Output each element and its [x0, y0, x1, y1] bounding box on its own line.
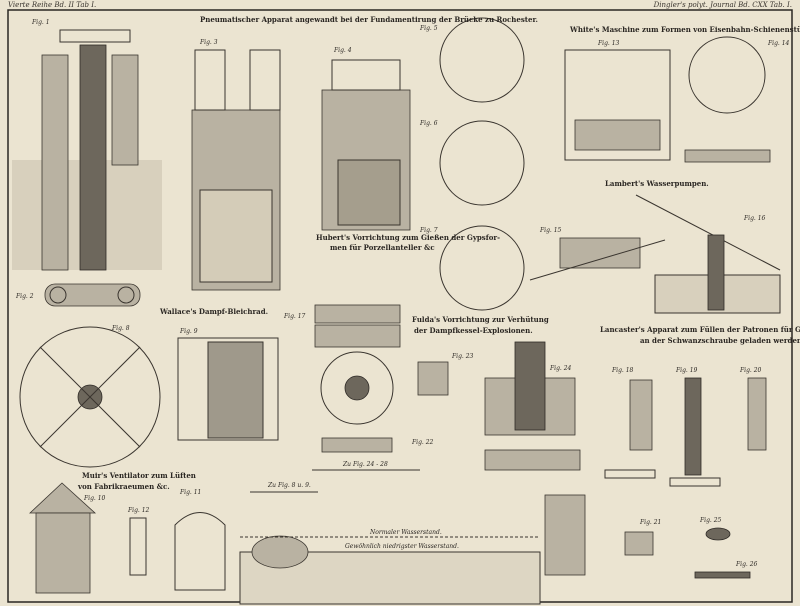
fig-label: Fig. 25	[699, 517, 722, 524]
fig-label: Fig. 1	[31, 19, 50, 26]
fig-label: Fig. 23	[451, 353, 474, 360]
figure-3-caisson	[191, 49, 281, 291]
fig-label: Fig. 17	[283, 313, 306, 320]
caption-lambert: Lambert's Wasserpumpen.	[605, 179, 709, 188]
scale-label: Zu Fig. 24 - 28	[342, 461, 388, 468]
header-left: Vierte Reihe Bd. II Tab I.	[8, 1, 96, 9]
fig-label: Fig. 11	[179, 489, 201, 496]
scale-label: Zu Fig. 8 u. 9.	[267, 482, 311, 489]
fig-label: Fig. 4	[333, 47, 352, 54]
figure-18-ventilator	[28, 482, 226, 594]
caption-fulda: Fulda's Vorrichtung zur Verhütung	[412, 315, 549, 324]
water-level-normal: Normaler Wasserstand.	[369, 529, 442, 536]
figure-5-wheel	[439, 17, 525, 103]
figure-20-22-parts	[624, 527, 751, 579]
figure-24-valve	[417, 341, 581, 471]
fig-label: Fig. 3	[199, 39, 218, 46]
figure-2-plan	[44, 283, 141, 307]
caption-lancaster: an der Schwanzschraube geladen werden.	[640, 336, 800, 345]
fig-label: Fig. 2	[15, 293, 34, 300]
fig-label: Fig. 19	[675, 367, 698, 374]
fig-label: Fig. 7	[419, 227, 438, 234]
figure-15-16-pumps	[529, 194, 781, 314]
figure-9-bleaching-vat	[177, 337, 279, 441]
fig-label: Fig. 10	[83, 495, 106, 502]
caption-wallace: Wallace's Dampf-Bleichrad.	[159, 307, 268, 316]
fig-label: Fig. 9	[179, 328, 198, 335]
caption-white: White's Maschine zum Formen von Eisenbah…	[569, 25, 800, 34]
fig-label: Fig. 20	[739, 367, 762, 374]
fig-label: Fig. 13	[597, 40, 620, 47]
fig-label: Fig. 21	[639, 519, 661, 526]
figure-4-section	[321, 59, 411, 231]
caption-pneumatic: Pneumatischer Apparat angewandt bei der …	[200, 15, 538, 24]
fig-label: Fig. 12	[127, 507, 150, 514]
caption-hubert: men für Porzellanteller &c	[330, 243, 435, 252]
caption-muir: Muir's Ventilator zum Lüften	[82, 471, 196, 480]
fig-label: Fig. 22	[411, 439, 434, 446]
figure-13-machine	[564, 36, 771, 163]
fig-label: Fig. 15	[539, 227, 562, 234]
boiler-section	[239, 494, 586, 605]
water-level-low: Gewöhnlich niedrigster Wasserstand.	[345, 543, 459, 550]
fig-label: Fig. 5	[419, 25, 438, 32]
figure-8-bleaching-wheel	[19, 326, 161, 468]
fig-label: Fig. 8	[111, 325, 130, 332]
figure-17-19-cartridge-fillers	[604, 377, 767, 487]
caption-lancaster: Lancaster's Apparat zum Füllen der Patro…	[600, 325, 800, 334]
figure-7-wheel	[439, 225, 525, 311]
caption-muir: von Fabrikraeumen &c.	[77, 482, 170, 491]
header-right: Dingler's polyt. Journal Bd. CXX Tab. I.	[653, 1, 792, 9]
fig-label: Fig. 26	[735, 561, 758, 568]
fig-label: Fig. 18	[611, 367, 634, 374]
figure-6-wheel	[439, 120, 525, 206]
figure-1-caissons	[12, 29, 162, 271]
fig-label: Fig. 16	[743, 215, 766, 222]
fig-label: Fig. 14	[767, 40, 790, 47]
caption-hubert: Hubert's Vorrichtung zum Gießen der Gyps…	[316, 233, 500, 242]
figure-hubert-moulds	[314, 304, 401, 453]
caption-fulda: der Dampfkessel-Explosionen.	[414, 326, 533, 335]
fig-label: Fig. 6	[419, 120, 438, 127]
fig-label: Fig. 24	[549, 365, 572, 372]
